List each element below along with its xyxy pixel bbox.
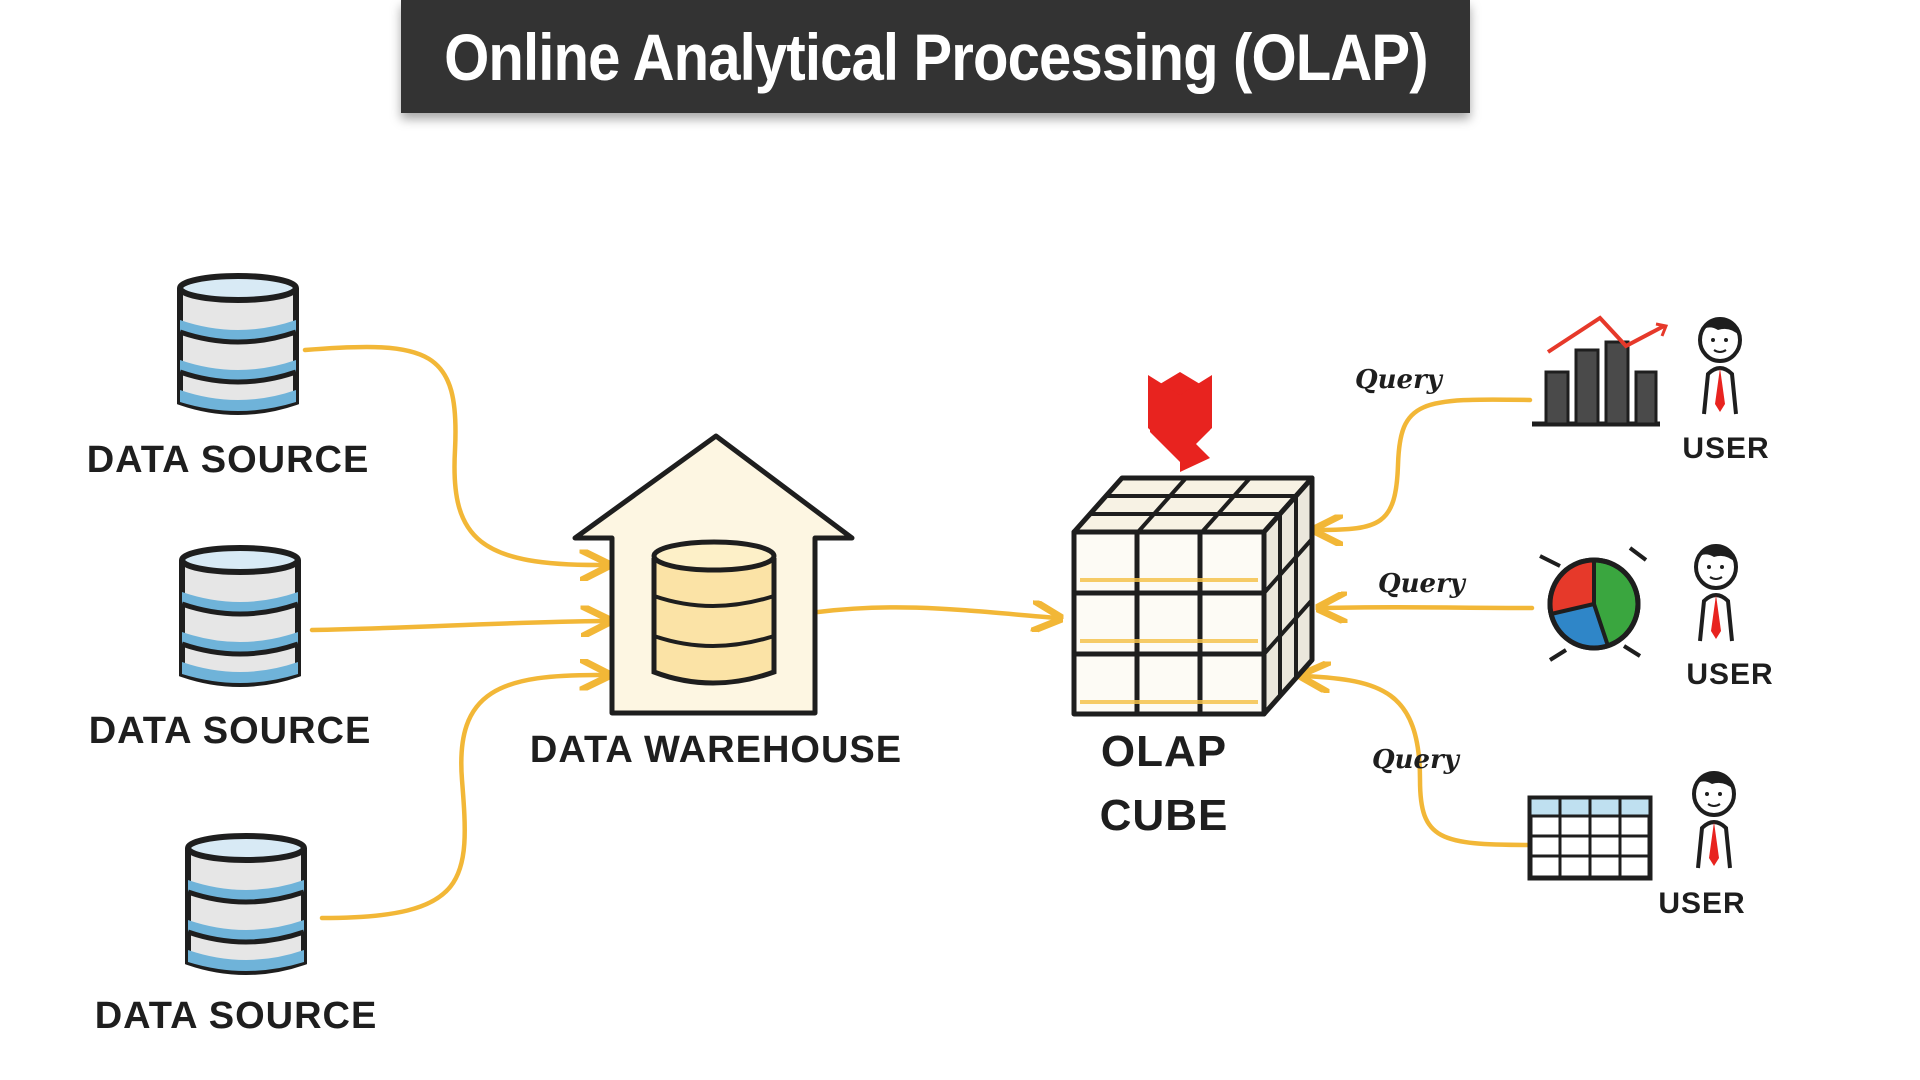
- data-warehouse: DATA WAREHOUSE: [530, 433, 902, 771]
- user-avatar: [1694, 544, 1738, 643]
- data-source-label: DATA SOURCE: [87, 439, 370, 481]
- data-source-label: DATA SOURCE: [89, 710, 372, 752]
- table-grid-icon: [1527, 795, 1653, 881]
- source-to-warehouse-arrow-3: [319, 675, 605, 921]
- cube-icon: [1071, 475, 1315, 717]
- query-arrow-2: [1322, 607, 1535, 608]
- data-source-3: DATA SOURCE: [95, 836, 378, 1037]
- query-label-2: Query: [1378, 569, 1467, 599]
- user-label: USER: [1682, 432, 1769, 465]
- user-row-2: USER: [1539, 544, 1773, 691]
- data-source-label: DATA SOURCE: [95, 995, 378, 1037]
- red-marker-icon-body: [1148, 375, 1212, 458]
- data-warehouse-label: DATA WAREHOUSE: [530, 729, 902, 771]
- page-title: Online Analytical Processing (OLAP): [443, 19, 1429, 94]
- database-icon: [188, 836, 304, 972]
- user-row-3: USER: [1527, 771, 1745, 920]
- query-arrow-1: [1318, 397, 1533, 530]
- query-label-3: Query: [1372, 745, 1461, 775]
- data-source-1: DATA SOURCE: [87, 276, 370, 481]
- warehouse-database-icon: [651, 539, 777, 686]
- query-label-1: Query: [1355, 365, 1444, 395]
- user-avatar: [1698, 317, 1742, 416]
- user-label: USER: [1686, 658, 1773, 691]
- source-to-warehouse-arrow-2: [309, 621, 606, 630]
- olap-label: OLAP: [1101, 727, 1227, 776]
- pie-chart-icon: [1539, 546, 1648, 662]
- database-icon: [182, 548, 298, 684]
- warehouse-to-cube-arrow: [815, 607, 1057, 618]
- olap-cube: OLAP CUBE: [1071, 372, 1315, 840]
- cube-label: CUBE: [1100, 791, 1229, 840]
- user-row-1: USER: [1532, 315, 1769, 465]
- database-icon: [180, 276, 296, 412]
- user-avatar: [1692, 771, 1736, 870]
- title-banner: Online Analytical Processing (OLAP): [401, 0, 1470, 113]
- source-to-warehouse-arrow-1: [302, 344, 605, 565]
- bar-chart-icon: [1532, 315, 1669, 427]
- user-label: USER: [1658, 887, 1745, 920]
- query-arrow-3: [1305, 676, 1533, 848]
- data-source-2: DATA SOURCE: [89, 548, 372, 752]
